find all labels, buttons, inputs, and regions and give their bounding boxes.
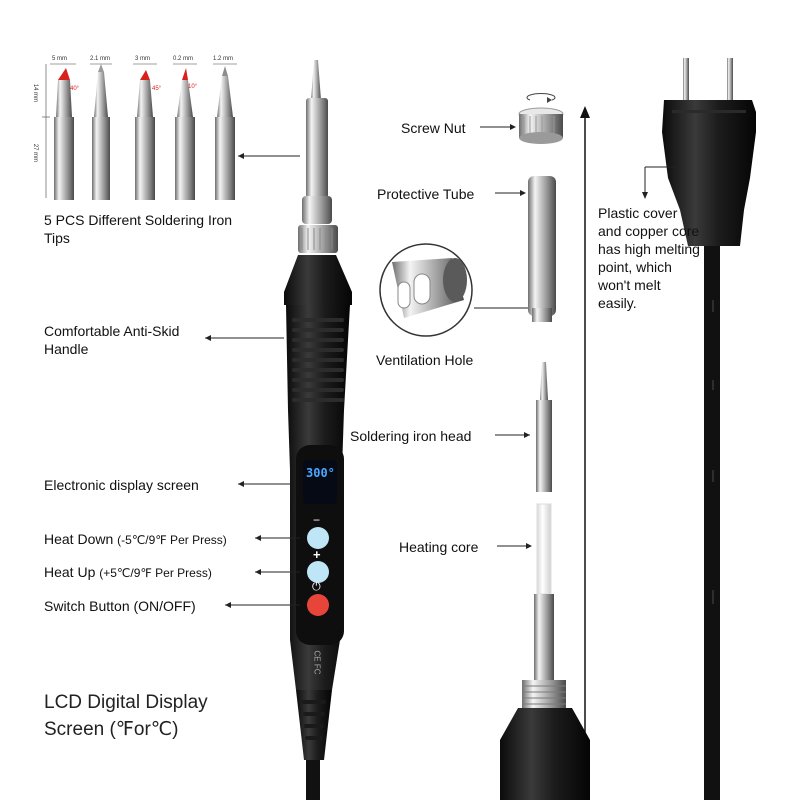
- tip-1-width-label: 5 mm: [52, 56, 67, 62]
- tip-3-width-label: 3 mm: [135, 56, 150, 62]
- tip-3-angle-label: 45°: [152, 86, 162, 92]
- iron-collar: [284, 255, 352, 305]
- minus-icon: −: [313, 513, 321, 527]
- plug-cord: [704, 246, 720, 800]
- heat-up-note: (+5℃/9℉ Per Press): [99, 566, 212, 580]
- tip-4-angle-label: 10°: [188, 84, 198, 90]
- protective-tube-label: Protective Tube: [377, 186, 475, 202]
- tip-4: [175, 68, 195, 200]
- lcd-reading: 300°: [306, 466, 335, 480]
- tip-2-width-label: 2.1 mm: [90, 56, 111, 62]
- iron-barrel: [306, 98, 328, 198]
- tips-set: [42, 63, 300, 200]
- plus-icon: +: [313, 547, 321, 562]
- left-pointer-lines: [205, 337, 300, 606]
- heat-down-button[interactable]: [307, 527, 329, 549]
- tip-4-red-bevel: [182, 68, 188, 80]
- plug-note: Plastic cover and copper core has high m…: [598, 205, 700, 311]
- tip-3: [135, 70, 155, 200]
- handle-base-part: [500, 680, 590, 800]
- lcd-caption: LCD Digital Display Screen (℉or℃): [44, 692, 208, 740]
- soldering-iron-assembled: [284, 60, 352, 800]
- tip-2: [92, 64, 110, 200]
- tip-length-body-label: 27 mm: [32, 143, 39, 163]
- heat-down-title: Heat Down: [44, 531, 114, 547]
- iron-tip: [311, 60, 321, 100]
- power-icon: ⏻: [312, 581, 321, 593]
- power-button[interactable]: [307, 594, 329, 616]
- lcd-screen: [303, 460, 337, 504]
- tip-1: [54, 68, 74, 200]
- heat-down-label: Heat Down (-5℃/9℉ Per Press): [44, 530, 227, 549]
- heat-up-title: Heat Up: [44, 564, 96, 580]
- heat-up-label: Heat Up (+5℃/9℉ Per Press): [44, 563, 212, 582]
- protective-tube-part: [528, 176, 556, 322]
- tip-length-top-label: 14 mm: [32, 83, 39, 103]
- heat-down-note: (-5℃/9℉ Per Press): [117, 533, 227, 547]
- switch-label: Switch Button (ON/OFF): [44, 598, 196, 614]
- tip-1-angle-label: 40°: [70, 86, 80, 92]
- screw-nut-part: [518, 93, 564, 144]
- heat-up-button[interactable]: [307, 561, 329, 583]
- iron-head-label: Soldering iron head: [350, 428, 472, 444]
- certification-marking: CE FC: [312, 650, 322, 675]
- power-plug: [642, 58, 756, 800]
- tip-3-red-bevel: [140, 70, 150, 80]
- tip-1-red-bevel: [58, 68, 70, 80]
- heating-core-part: [534, 503, 554, 684]
- tip-5: [215, 66, 235, 200]
- tip-4-width-label: 0.2 mm: [173, 56, 194, 62]
- plug-body: [662, 100, 756, 246]
- ventilation-hole-label: Ventilation Hole: [376, 352, 474, 368]
- tips-caption: 5 PCS Different Soldering Iron Tips: [44, 212, 233, 246]
- tip-5-width-label: 1.2 mm: [213, 56, 234, 62]
- exploded-parts: [379, 93, 590, 800]
- iron-head-part: [536, 362, 552, 492]
- ventilation-hole-zoom: [379, 243, 473, 337]
- plug-prong-right: [727, 58, 733, 100]
- heating-core-label: Heating core: [399, 539, 479, 555]
- power-cord: [306, 760, 320, 800]
- plug-prong-left: [683, 58, 689, 100]
- display-label: Electronic display screen: [44, 477, 199, 493]
- handle-label: Comfortable Anti-Skid Handle: [44, 323, 180, 357]
- screw-nut-label: Screw Nut: [401, 120, 466, 136]
